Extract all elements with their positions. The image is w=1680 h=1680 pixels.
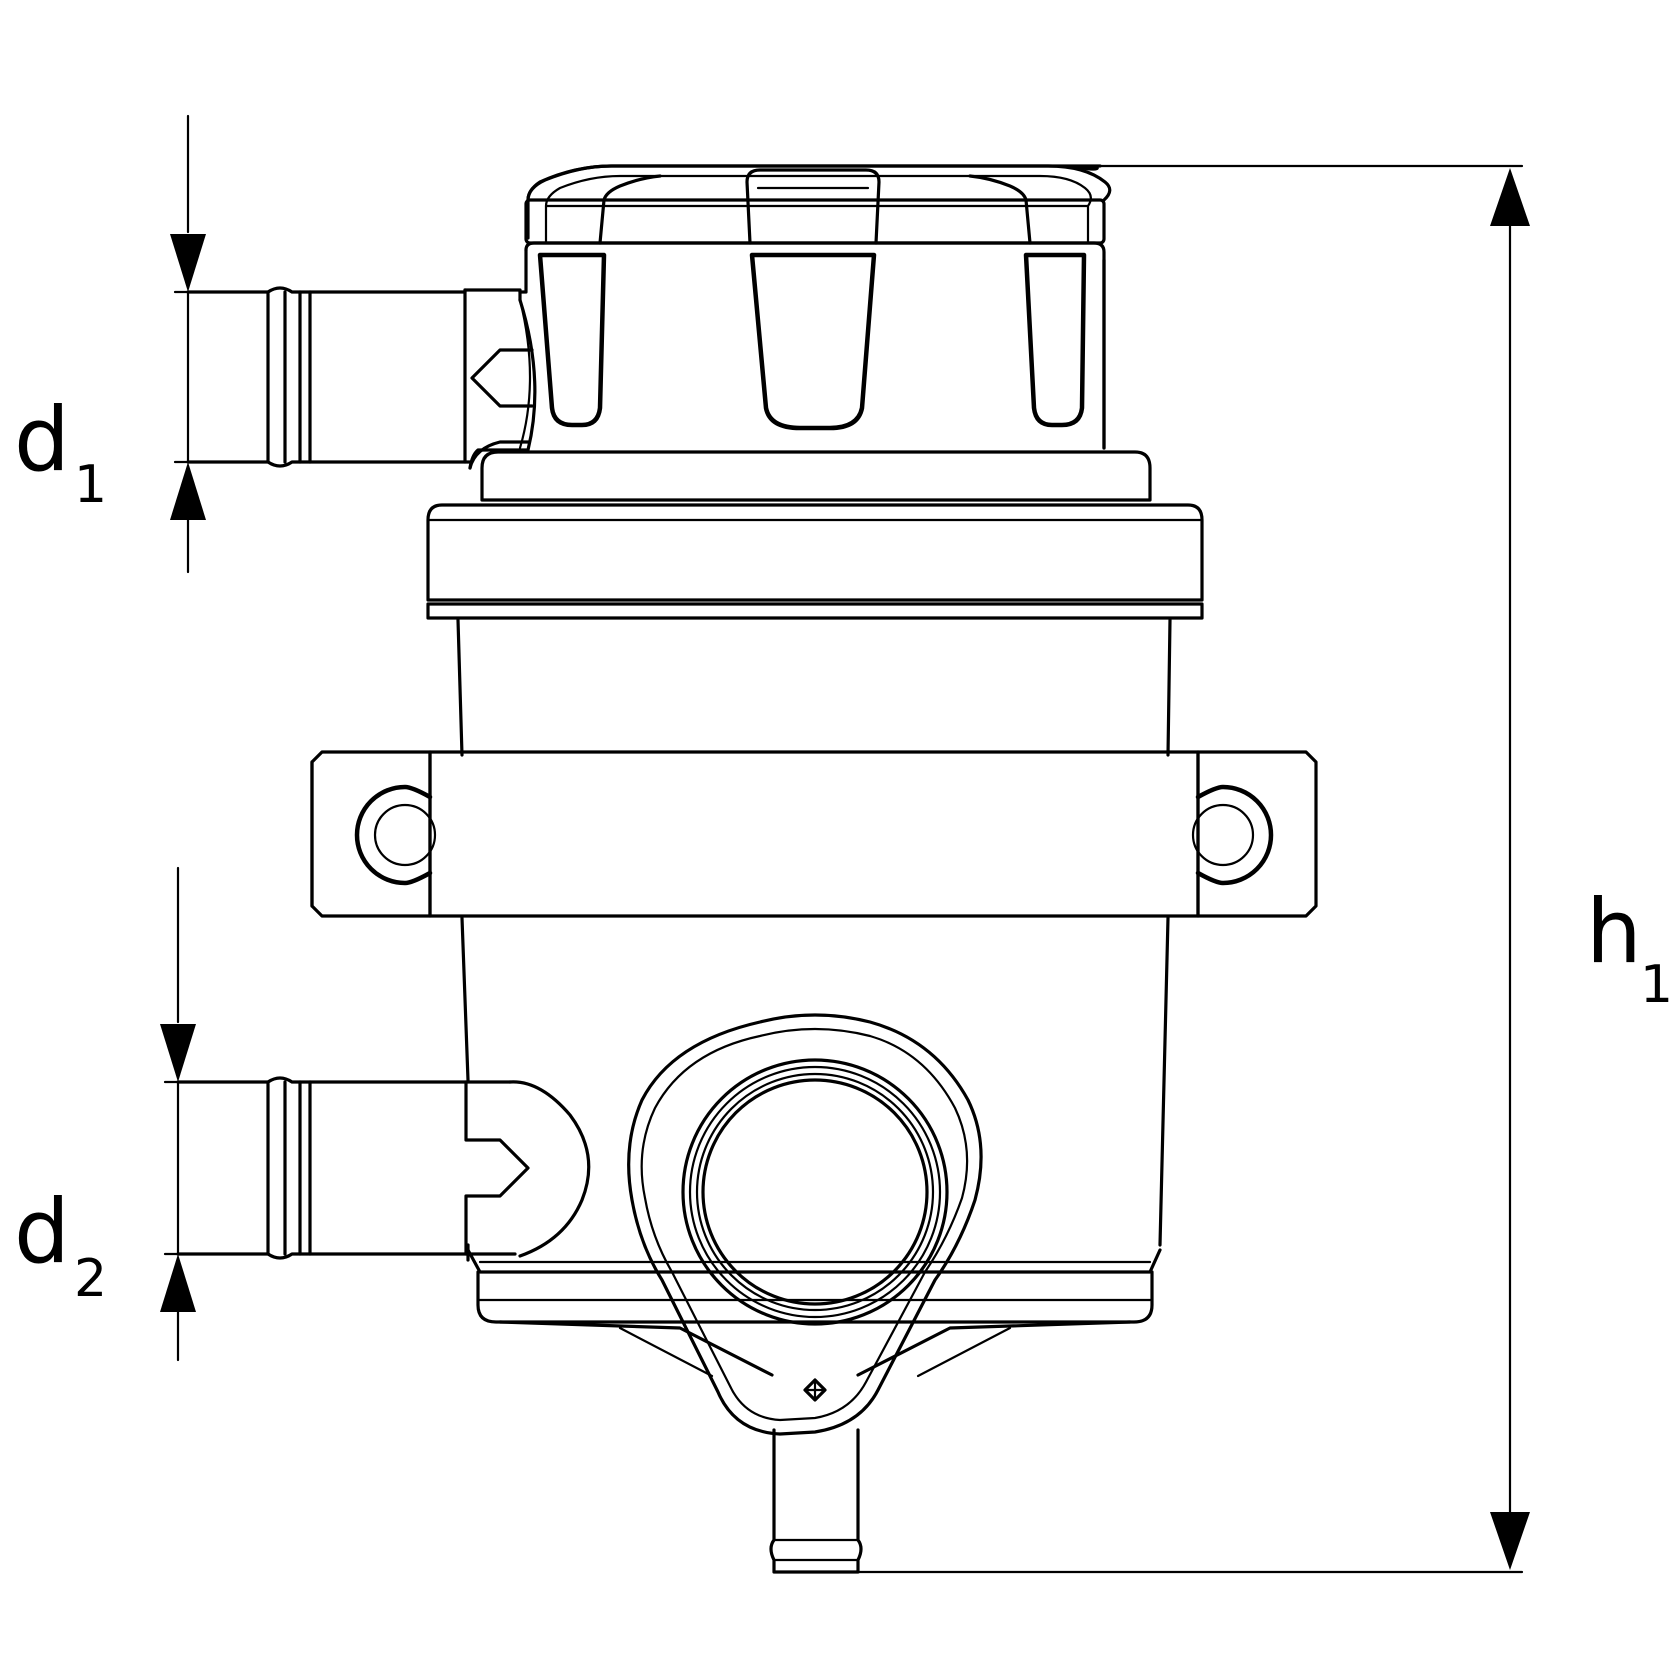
label-h1: h 1 xyxy=(1586,880,1673,1015)
label-d1-index: 1 xyxy=(74,455,107,515)
label-d1: d 1 xyxy=(14,388,107,515)
mounting-bracket xyxy=(310,750,1318,918)
label-h1-index: 1 xyxy=(1640,955,1673,1015)
strainer-bowl xyxy=(456,618,1172,1262)
bowl-base xyxy=(466,1248,1162,1378)
outlet-pipe-d2 xyxy=(176,1076,591,1260)
label-d2: d 2 xyxy=(14,1180,107,1309)
strainer-lid xyxy=(518,164,1112,450)
label-h1-letter: h xyxy=(1586,880,1642,983)
label-d2-index: 2 xyxy=(74,1249,107,1309)
dimension-h1 xyxy=(856,164,1530,1574)
dimension-d2 xyxy=(160,866,196,1362)
dimension-d1 xyxy=(170,114,206,574)
label-d1-letter: d xyxy=(14,388,70,491)
label-d2-letter: d xyxy=(14,1180,70,1283)
inlet-pipe-d1 xyxy=(186,286,537,470)
body-collar xyxy=(426,450,1204,620)
drain-port xyxy=(627,1013,983,1574)
